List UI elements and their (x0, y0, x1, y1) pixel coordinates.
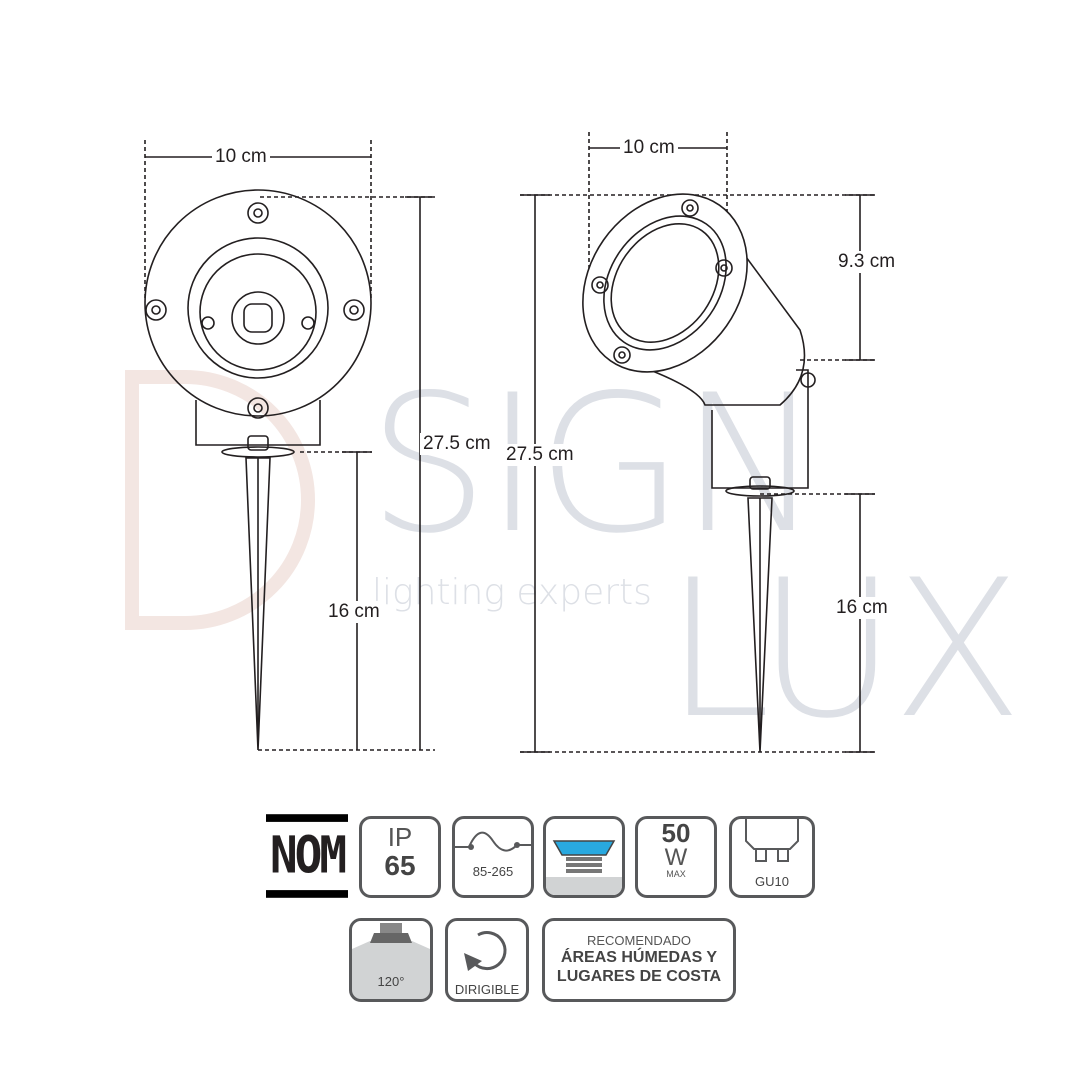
watermark-sign: SIGN (368, 354, 822, 575)
rotate-icon (464, 931, 507, 971)
watermark-tagline: lighting experts (372, 572, 652, 613)
gu10-bulb-icon (745, 819, 799, 862)
lamp-lens-icon (546, 840, 622, 895)
side-width-label: 10 cm (620, 137, 678, 159)
wattage-badge: 50 W MAX (635, 816, 717, 898)
beam-angle-badge: 120° (349, 918, 433, 1002)
side-head-height-label: 9.3 cm (835, 251, 899, 273)
recommended-use-badge: RECOMENDADO ÁREAS HÚMEDAS Y LUGARES DE C… (542, 918, 736, 1002)
ip-rating-badge: IP 65 (359, 816, 441, 898)
ip-label: IP (387, 822, 413, 852)
adjustable-label: DIRIGIBLE (454, 982, 520, 997)
side-spike-height-label: 16 cm (833, 597, 891, 619)
beam-angle-value: 120° (377, 974, 405, 989)
nom-certification-badge: NOM (266, 814, 348, 898)
front-view-lamp (144, 189, 372, 751)
recommended-line-2: LUGARES DE COSTA (556, 968, 722, 985)
ac-wave-icon (455, 831, 531, 852)
front-total-height-label: 27.5 cm (420, 433, 494, 455)
front-width-label: 10 cm (212, 146, 270, 168)
watermark-lux: LUX (665, 539, 1023, 760)
adjustable-badge: DIRIGIBLE (445, 918, 529, 1002)
recommended-title: RECOMENDADO (586, 933, 691, 948)
watts-value: 50 (661, 818, 691, 848)
watts-max: MAX (666, 869, 686, 879)
ip-value: 65 (384, 850, 416, 881)
beam-angle-icon (352, 921, 430, 949)
socket-type: GU10 (755, 874, 789, 889)
side-view-lamp (582, 193, 816, 753)
side-total-height-label: 27.5 cm (503, 444, 577, 466)
socket-badge: GU10 (729, 816, 815, 898)
recommended-line-1: ÁREAS HÚMEDAS Y (560, 949, 718, 966)
voltage-badge: 85-265 (452, 816, 534, 898)
front-spike-height-label: 16 cm (325, 601, 383, 623)
voltage-range: 85-265 (472, 864, 514, 879)
lens-badge (543, 816, 625, 898)
watts-unit: W (664, 844, 688, 871)
